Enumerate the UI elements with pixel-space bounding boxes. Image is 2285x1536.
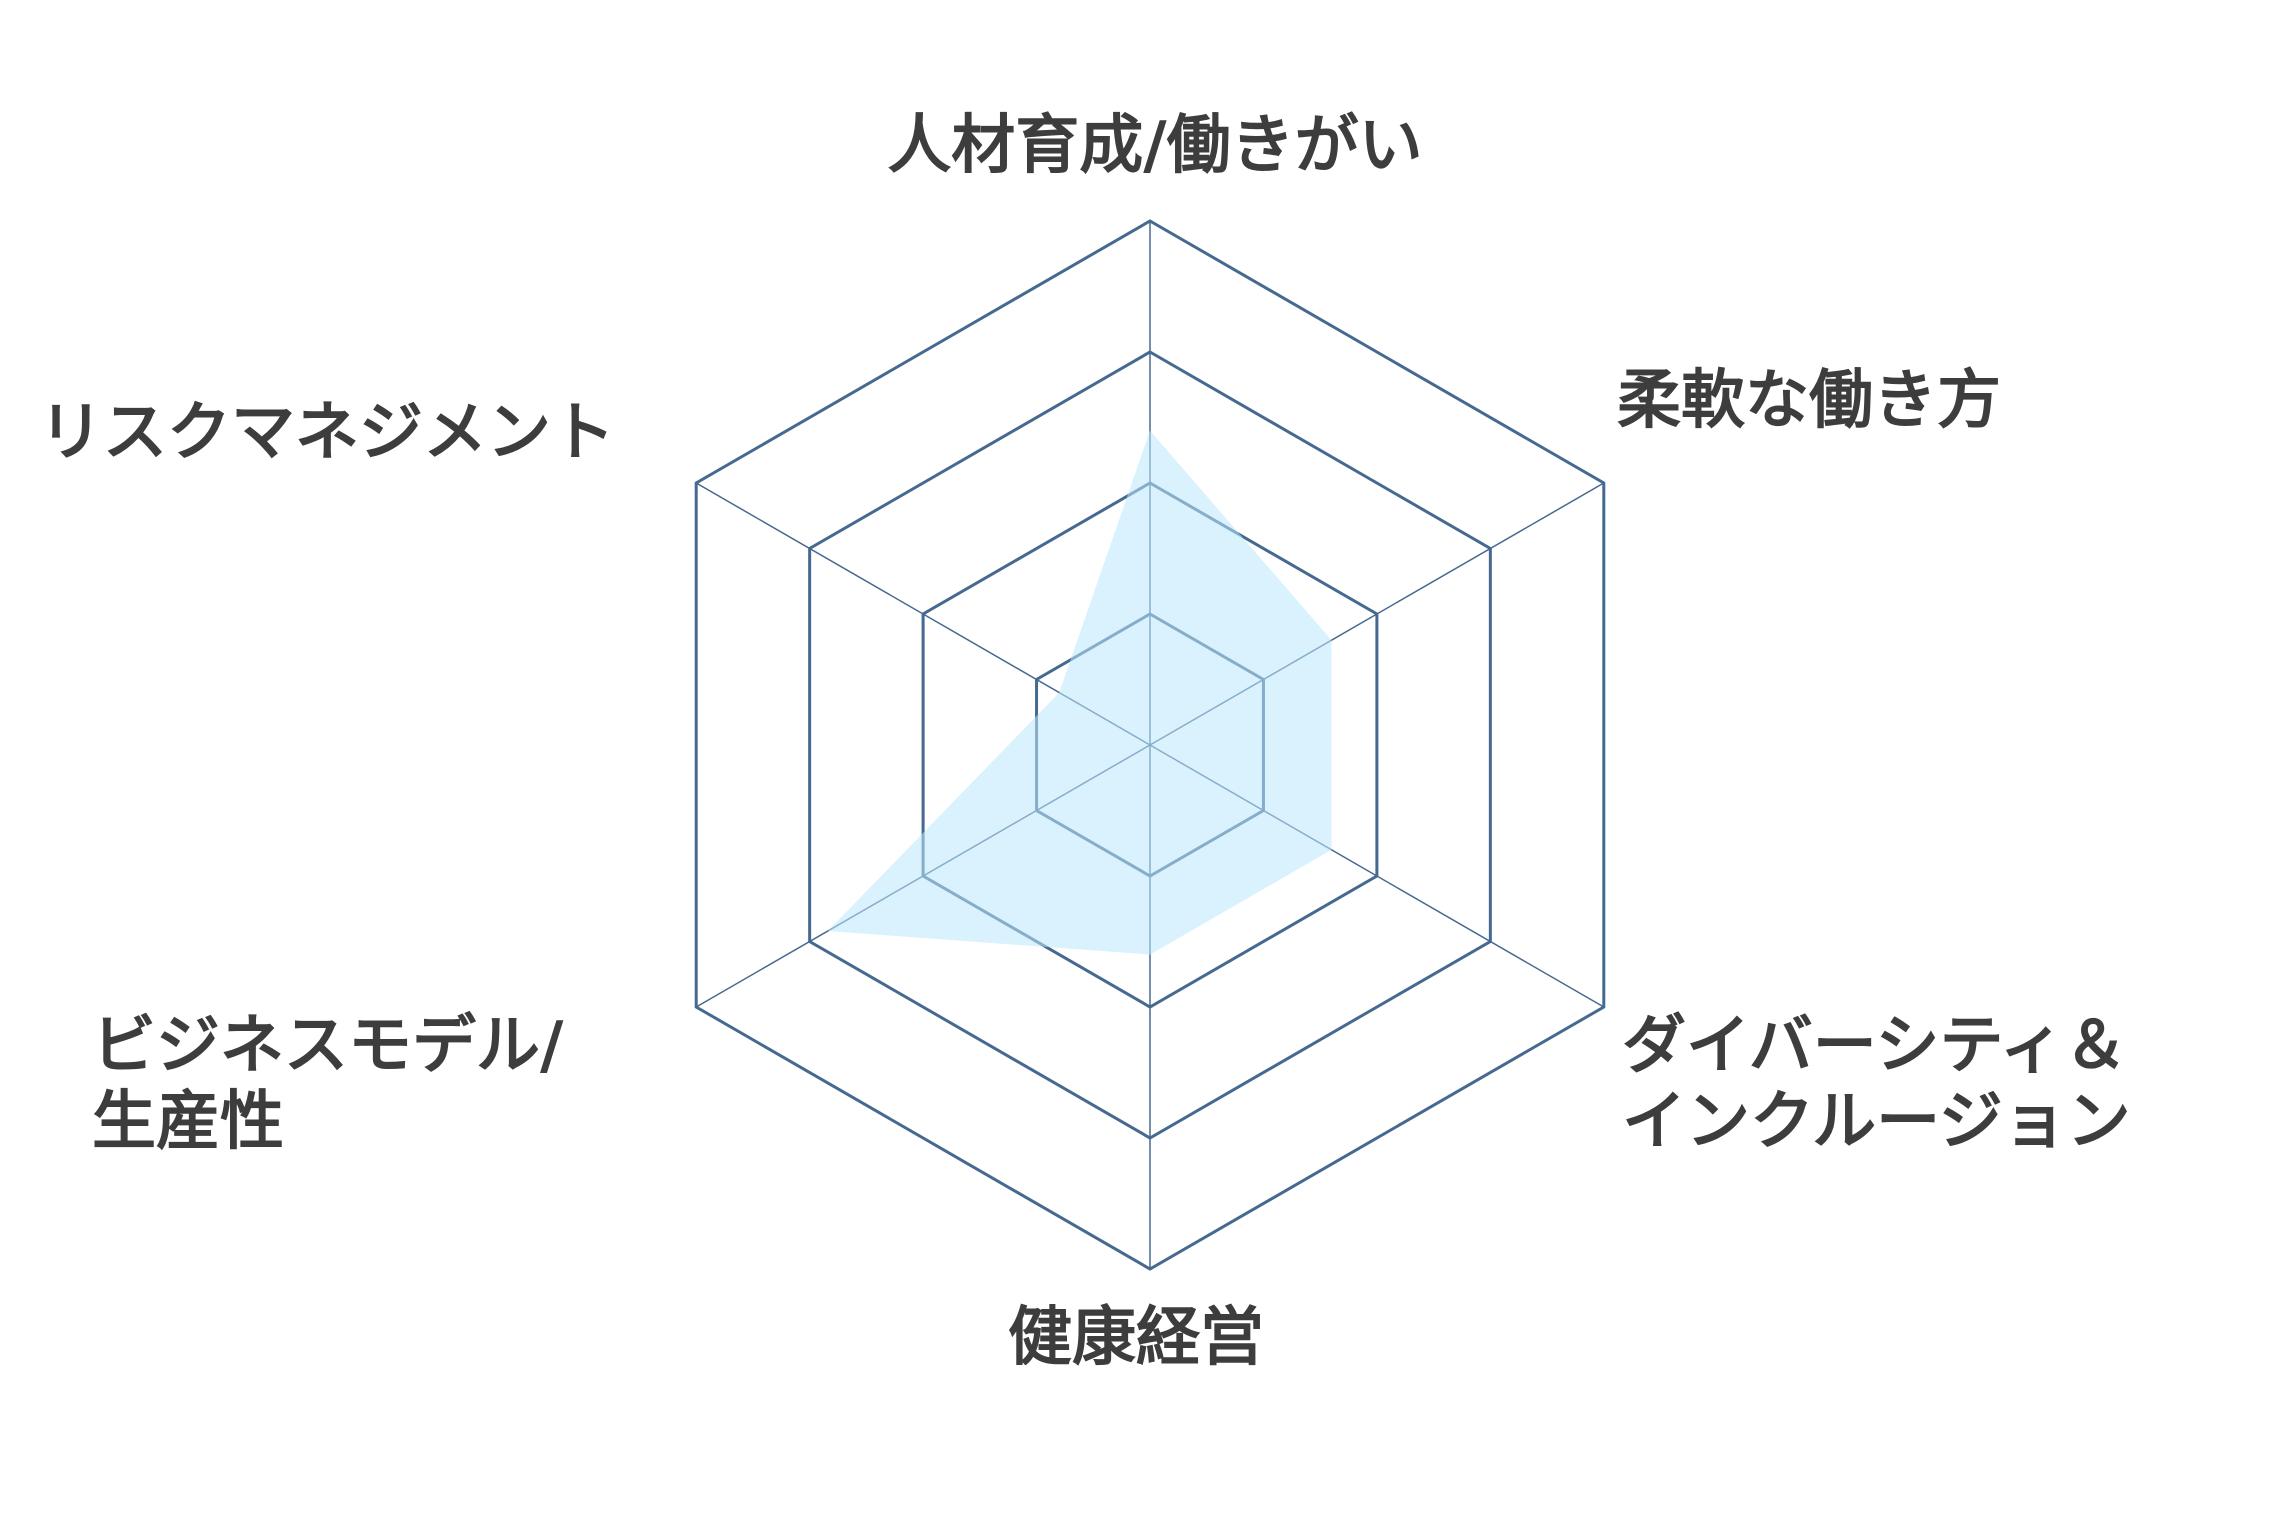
axis-label-talent: 人材育成/働きがい <box>887 108 1422 184</box>
axis-label-diversity: ダイバーシティ＆ インクルージョン <box>1622 1008 2131 1160</box>
axis-label-line: 生産性 <box>92 1085 284 1159</box>
axis-label-risk: リスクマネジメント <box>39 395 615 471</box>
axis-label-text: リスクマネジメント <box>39 396 615 470</box>
axis-label-line: ダイバーシティ＆ <box>1622 1009 2128 1083</box>
series-area <box>827 430 1332 955</box>
axis-label-text: 柔軟な働き方 <box>1617 364 2001 438</box>
axis-label-flexible-work: 柔軟な働き方 <box>1617 363 2001 439</box>
axis-label-business-model: ビジネスモデル/ 生産性 <box>92 1008 563 1160</box>
axis-label-text: 人材育成/働きがい <box>887 109 1423 183</box>
axis-label-line: ビジネスモデル/ <box>92 1009 564 1083</box>
axis-label-health: 健康経営 <box>1008 1300 1264 1376</box>
axis-label-text: 健康経営 <box>1008 1301 1264 1375</box>
axis-label-line: インクルージョン <box>1622 1085 2131 1159</box>
